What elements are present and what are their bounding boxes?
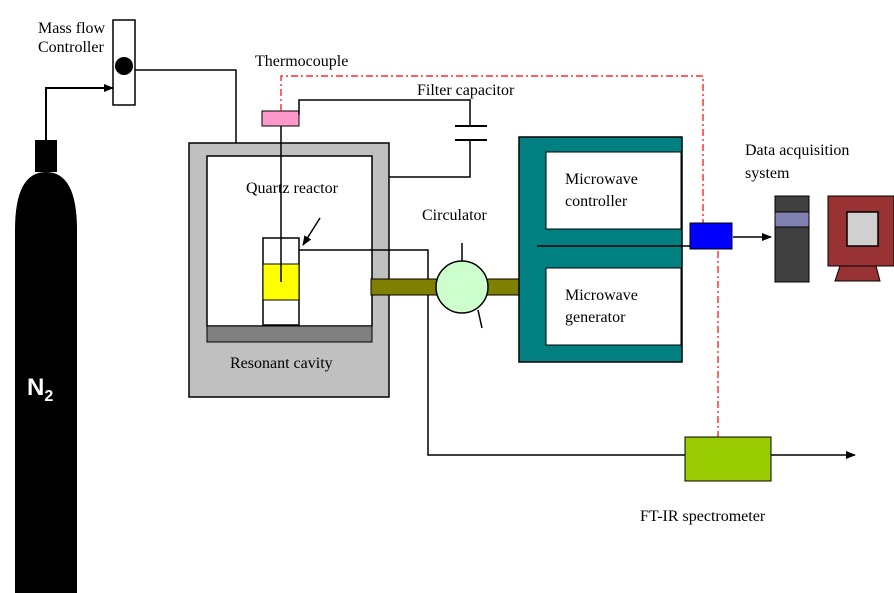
- data-acquisition-label-line2: system: [745, 165, 790, 182]
- thermocouple-label: Thermocouple: [255, 53, 348, 70]
- computer-tower: [774, 195, 810, 283]
- quartz-reactor-label: Quartz reactor: [246, 180, 339, 197]
- microwave-generator-label-line1: Microwave: [565, 287, 638, 304]
- quartz-reactor-pointer: [302, 217, 321, 246]
- filter-capacitor: [298, 99, 487, 178]
- computer-monitor: [827, 195, 894, 282]
- ftir-spectrometer: [684, 436, 772, 482]
- microwave-controller-label-line2: controller: [565, 193, 628, 210]
- mass-flow-label-line2: Controller: [38, 39, 104, 56]
- circulator: [435, 243, 489, 329]
- n2-gas-cylinder: N2: [15, 140, 77, 593]
- daq-interface: [689, 222, 733, 250]
- mass-flow-controller: [112, 19, 136, 106]
- microwave-controller-label-line1: Microwave: [565, 171, 638, 188]
- gas-feed-line: [45, 84, 114, 140]
- mass-flow-label-line1: Mass flow: [38, 20, 106, 37]
- filter-capacitor-label: Filter capacitor: [417, 82, 515, 99]
- quartz-reactor: [262, 237, 300, 326]
- data-acquisition-label-line1: Data acquisition: [745, 142, 849, 159]
- resonant-cavity-label: Resonant cavity: [230, 355, 333, 372]
- microwave-unit: [518, 136, 683, 363]
- n2-label: N2: [27, 374, 53, 405]
- microwave-generator-label-line2: generator: [565, 309, 626, 326]
- circulator-label: Circulator: [422, 207, 488, 224]
- signal-line-thermocouple: [280, 75, 704, 223]
- thermocouple: [261, 110, 300, 127]
- gas-outlet-line: [299, 249, 856, 459]
- ftir-label: FT-IR spectrometer: [640, 508, 766, 525]
